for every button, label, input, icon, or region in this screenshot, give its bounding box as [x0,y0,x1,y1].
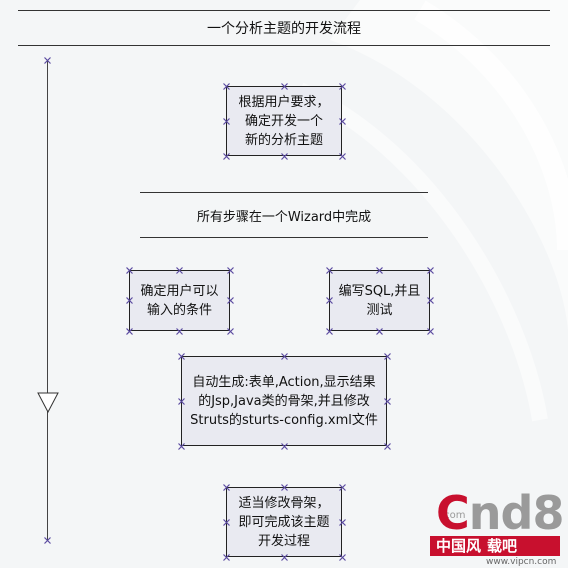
selection-handle-icon [177,352,185,360]
selection-handle-icon [280,82,288,90]
selection-handle-icon [280,483,288,491]
selection-handle-icon [280,442,288,450]
selection-handle-icon [338,117,346,125]
selection-handle-icon [338,152,346,160]
selection-handle-icon [338,82,346,90]
step-box-2: 确定用户可以 输入的条件 [129,270,230,331]
step-box-5: 适当修改骨架， 即可完成该主题 开发过程 [226,487,342,557]
selection-handle-icon [383,352,391,360]
selection-handle-icon [222,117,230,125]
section-title: 所有步骤在一个Wizard中完成 [196,210,372,225]
selection-handle-icon [338,553,346,561]
selection-handle-icon [426,327,434,335]
step-2-line-2: 输入的条件 [146,302,212,318]
selection-handle-icon [426,266,434,274]
step-box-4: 自动生成:表单,Action,显示结果 的Jsp,Java类的骨架,并且修改 S… [181,356,387,446]
step-2-line-1: 确定用户可以 [140,283,219,299]
selection-handle-icon [222,553,230,561]
title-bottom-rule [18,45,550,46]
step-1-line-2: 确定开发一个 [244,113,323,129]
section-top-rule [140,192,428,193]
selection-handle-icon [226,297,234,304]
selection-handle-icon [43,536,51,544]
selection-handle-icon [222,82,230,90]
selection-handle-icon [325,297,333,304]
selection-handle-icon [125,297,133,304]
watermark-cn-text2: 载吧 [487,537,518,555]
flow-triangle-icon [37,392,59,414]
watermark-cn-banner: 中国风载吧 [430,536,560,556]
selection-handle-icon [43,56,51,64]
step-5-line-1: 适当修改骨架， [238,495,330,511]
selection-handle-icon [226,327,234,335]
step-5-line-2: 即可完成该主题 [238,514,330,530]
selection-handle-icon [383,397,391,405]
selection-handle-icon [338,483,346,491]
step-4-line-2: 的Jsp,Java类的骨架,并且修改 [198,393,370,409]
watermark-url: www.vipcn.com [486,557,557,567]
step-3-line-1: 编写SQL,并且 [338,283,421,299]
watermark-com: .com [441,510,466,521]
selection-handle-icon [222,152,230,160]
selection-handle-icon [176,327,183,335]
selection-handle-icon [325,327,333,335]
step-4-line-3: Struts的sturts-config.xml文件 [190,412,378,428]
selection-handle-icon [325,266,333,274]
selection-handle-icon [176,266,183,274]
selection-handle-icon [125,327,133,335]
watermark-cn-text: 中国风 [436,537,482,555]
selection-handle-icon [280,352,288,360]
selection-handle-icon [177,397,185,405]
step-1-line-1: 根据用户要求， [238,94,330,110]
selection-handle-icon [376,266,383,274]
diagram-title: 一个分析主题的开发流程 [207,21,361,37]
step-box-3: 编写SQL,并且 测试 [329,270,430,331]
step-box-1: 根据用户要求， 确定开发一个 新的分析主题 [226,86,342,156]
step-4-line-1: 自动生成:表单,Action,显示结果 [192,374,376,390]
selection-handle-icon [222,518,230,526]
section-bottom-rule [140,237,428,238]
selection-handle-icon [226,266,234,274]
watermark-brand: Cnd8 [436,486,564,540]
selection-handle-icon [222,483,230,491]
step-1-line-3: 新的分析主题 [244,132,323,148]
step-5-line-3: 开发过程 [257,533,310,549]
selection-handle-icon [177,442,185,450]
title-top-rule [18,10,550,11]
flow-line [47,60,48,540]
step-3-line-2: 测试 [366,302,393,318]
selection-handle-icon [383,442,391,450]
selection-handle-icon [376,327,383,335]
selection-handle-icon [426,297,434,304]
selection-handle-icon [280,152,288,160]
selection-handle-icon [280,553,288,561]
selection-handle-icon [125,266,133,274]
selection-handle-icon [338,518,346,526]
